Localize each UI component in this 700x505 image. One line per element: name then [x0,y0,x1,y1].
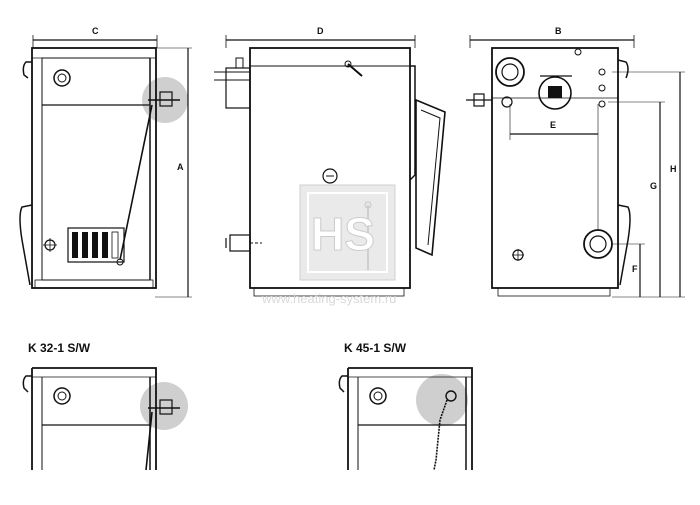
variant-k32: K 32-1 S/W [22,341,188,471]
k32-thermometer-icon [53,387,71,405]
dim-g-label: G [650,181,657,191]
regulator-chain [119,104,153,261]
k45-regulator-icon [445,390,457,402]
variant-k45: K 45-1 S/W [338,341,473,471]
return-connection-icon [583,229,613,259]
front-view: C A [19,26,192,298]
top-handle-icon [22,61,32,79]
dim-e-label: E [550,120,556,130]
watermark-url: www.heating-system.ru [261,291,396,306]
watermark: HS www.heating-system.ru [261,184,396,306]
dim-b-label: B [555,26,562,36]
side-view: D [214,26,446,297]
return-pipe [229,234,251,252]
dim-d-label: D [317,26,324,36]
watermark-logo: HS [311,208,375,260]
door-handle-icon [19,204,33,286]
rear-view: B E [466,26,685,298]
dim-f-label: F [632,264,638,274]
regulator-circle-icon [538,76,572,110]
dim-a-label: A [177,162,184,172]
side-gauge-icon [322,168,338,184]
draft-regulator-icon [159,91,173,107]
flue-outlet-icon [495,57,525,87]
dim-h-label: H [670,164,677,174]
variant-k45-label: K 45-1 S/W [344,341,407,355]
k45-thermometer-icon [369,387,387,405]
air-damper-grille [67,227,125,263]
flue-pipe [225,67,251,109]
dim-c-label: C [92,26,99,36]
door-profile [415,98,446,257]
variant-k32-label: K 32-1 S/W [28,341,91,355]
thermometer-icon [53,69,71,87]
